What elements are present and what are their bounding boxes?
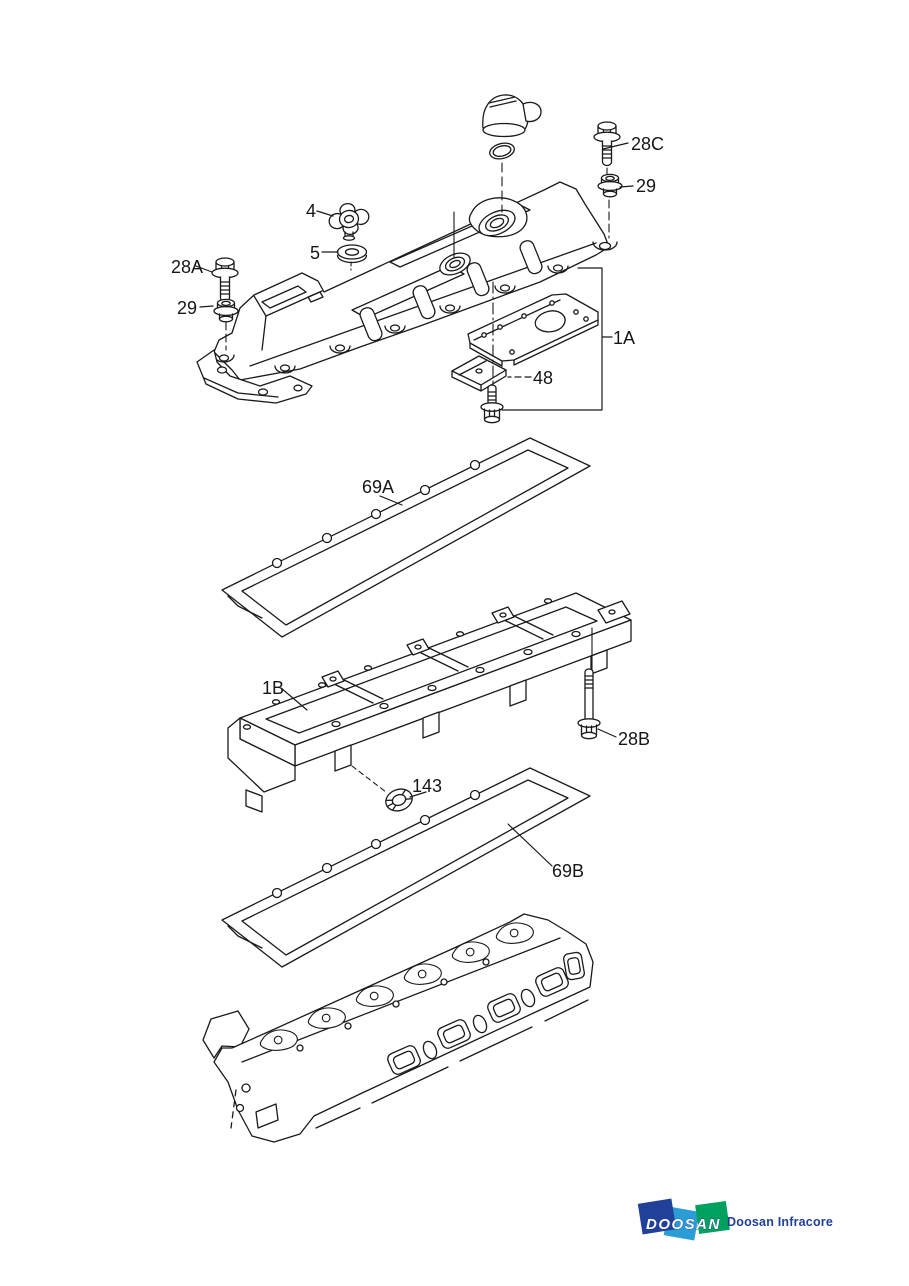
callout-28C: 28C (631, 134, 664, 154)
valve-cover (196, 181, 618, 404)
callout-69B: 69B (552, 861, 584, 881)
cover-bolt-ears (213, 241, 618, 374)
nut-29-right (597, 173, 623, 198)
oil-filler-cap (482, 94, 542, 138)
callout-48: 48 (533, 368, 553, 388)
bracket-48 (451, 355, 507, 392)
leader-lines (195, 142, 634, 867)
cylinder-head (202, 913, 594, 1143)
doosan-logo: DOOSAN Doosan Infracore (637, 1198, 833, 1241)
callout-labels: 28C 29 4 5 28A 29 1A 48 69A 1B 28B 143 6… (171, 134, 664, 881)
breather-boss (439, 252, 471, 276)
callout-29-left: 29 (177, 298, 197, 318)
gasket-69A (221, 437, 591, 638)
callout-29-right: 29 (636, 176, 656, 196)
logo-wordmark: DOOSAN (646, 1216, 721, 1233)
callout-143: 143 (412, 776, 442, 796)
o-ring (489, 142, 515, 160)
callout-28A: 28A (171, 257, 203, 277)
logo-square-green (695, 1200, 730, 1235)
logo-square-navy (637, 1198, 677, 1235)
callout-4: 4 (306, 201, 316, 221)
bolt-28C (593, 121, 621, 167)
oil-filler-boss (468, 197, 528, 238)
company-name: Doosan Infracore (727, 1215, 833, 1229)
callout-5: 5 (310, 243, 320, 263)
bolt-1A (480, 384, 504, 424)
callout-28B: 28B (618, 729, 650, 749)
grommet-143 (382, 784, 416, 816)
bolt-28A (211, 257, 239, 303)
spacer-frame-1B (227, 592, 632, 813)
baffle-plate (467, 293, 599, 367)
cap-nut-4 (325, 199, 373, 241)
nut-29-left (213, 298, 239, 323)
callout-1A: 1A (613, 328, 635, 348)
callout-1B: 1B (262, 678, 284, 698)
callout-69A: 69A (362, 477, 394, 497)
washer-5 (336, 244, 368, 264)
bolt-28B (577, 668, 601, 740)
